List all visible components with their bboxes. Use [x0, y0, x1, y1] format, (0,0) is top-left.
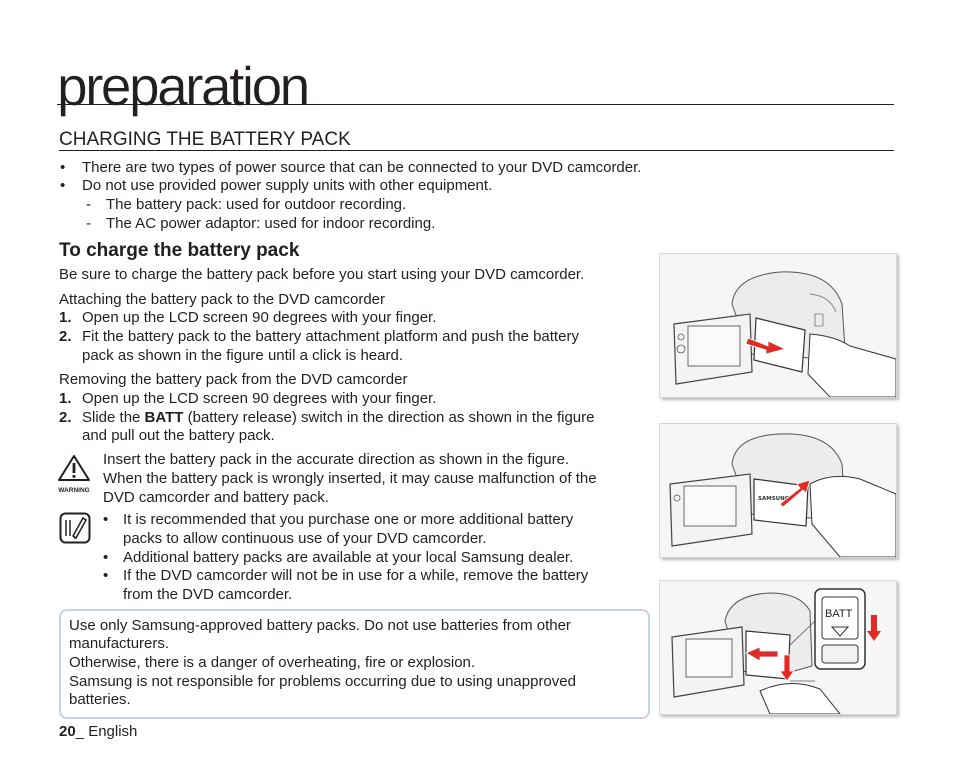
step-number: 2. [59, 328, 72, 345]
memo-text: Additional battery packs are available a… [123, 549, 574, 566]
note-text: batteries. [69, 691, 131, 708]
battery-brand-label: SAMSUNG [758, 496, 790, 502]
subheading: To charge the battery pack [59, 240, 300, 261]
batt-keyword: BATT [144, 409, 184, 426]
footer-language: English [88, 723, 138, 740]
section-rule [59, 150, 894, 151]
note-text: Samsung is not responsible for problems … [69, 673, 576, 690]
intro-dash-item: The AC power adaptor: used for indoor re… [106, 215, 436, 232]
step-text: Open up the LCD screen 90 degrees with y… [82, 390, 437, 407]
batt-switch-label: BATT [825, 608, 853, 620]
note-text: manufacturers. [69, 635, 170, 652]
bullet-dot: • [60, 159, 66, 176]
note-text: Use only Samsung-approved battery packs.… [69, 617, 571, 634]
step-text: Slide the BATT (battery release) switch … [82, 409, 595, 426]
memo-icon [59, 512, 91, 549]
page-number: 20 [59, 723, 76, 740]
subheading-intro: Be sure to charge the battery pack befor… [59, 266, 585, 283]
step-text: Fit the battery pack to the battery atta… [82, 328, 579, 345]
intro-dash-item: The battery pack: used for outdoor recor… [106, 196, 407, 213]
dash-mark: - [86, 196, 91, 213]
section-title: CHARGING THE BATTERY PACK [59, 129, 351, 150]
dash-mark: - [86, 215, 91, 232]
note-box [59, 609, 650, 719]
warning-text: DVD camcorder and battery pack. [103, 489, 329, 506]
note-text: Otherwise, there is a danger of overheat… [69, 654, 476, 671]
bullet-dot: • [103, 511, 109, 528]
remove-heading: Removing the battery pack from the DVD c… [59, 371, 408, 388]
step-text: Open up the LCD screen 90 degrees with y… [82, 309, 437, 326]
attach-heading: Attaching the battery pack to the DVD ca… [59, 291, 385, 308]
warning-text: When the battery pack is wrongly inserte… [103, 470, 597, 487]
chapter-title: preparation [57, 55, 311, 117]
figure-remove-battery: SAMSUNG [659, 423, 897, 558]
intro-bullet: Do not use provided power supply units w… [82, 177, 493, 194]
memo-text: It is recommended that you purchase one … [123, 511, 574, 528]
warning-text: Insert the battery pack in the accurate … [103, 451, 570, 468]
warning-icon: WARNING [57, 454, 91, 494]
warning-label: WARNING [58, 487, 90, 494]
step-number: 1. [59, 390, 72, 407]
memo-text: If the DVD camcorder will not be in use … [123, 567, 589, 584]
bullet-dot: • [103, 549, 109, 566]
bullet-dot: • [103, 567, 109, 584]
figure-batt-switch: BATT [659, 580, 897, 715]
intro-bullet: There are two types of power source that… [82, 159, 642, 176]
memo-text: from the DVD camcorder. [123, 586, 293, 603]
memo-text: packs to allow continuous use of your DV… [123, 530, 487, 547]
step-number: 2. [59, 409, 72, 426]
step-number: 1. [59, 309, 72, 326]
step-text: pack as shown in the figure until a clic… [82, 347, 403, 364]
bullet-dot: • [60, 177, 66, 194]
page-footer: 20_ English [59, 723, 138, 740]
chapter-rule [57, 104, 894, 105]
step-text: and pull out the battery pack. [82, 427, 275, 444]
figure-attach-battery [659, 253, 897, 398]
